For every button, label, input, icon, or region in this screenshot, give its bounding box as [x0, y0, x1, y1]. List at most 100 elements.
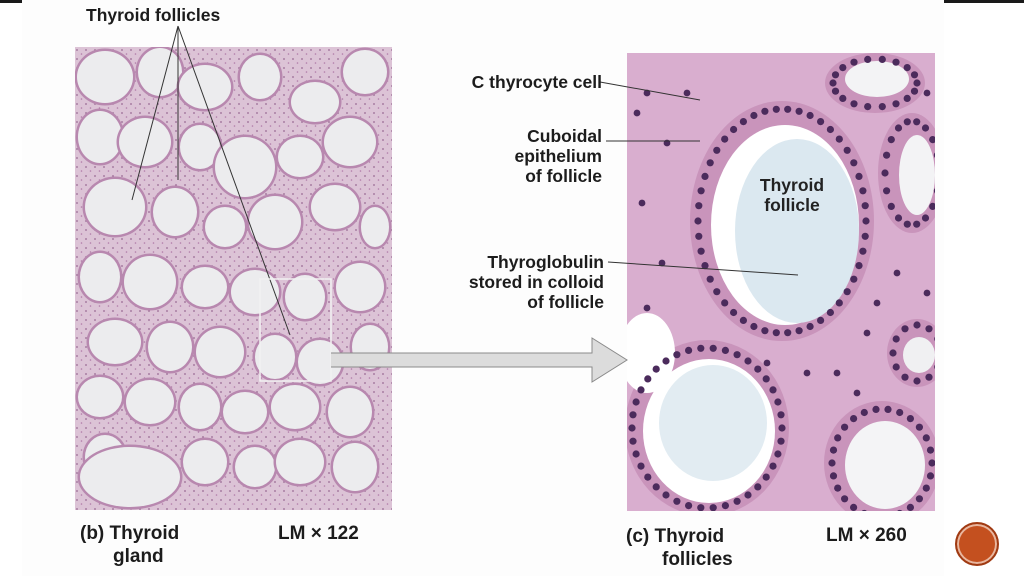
- cell-nucleus: [910, 71, 919, 79]
- follicle-colloid: [183, 267, 227, 307]
- cell-nucleus: [887, 136, 895, 144]
- cell-nucleus: [637, 386, 645, 394]
- cell-nucleus: [739, 316, 747, 324]
- cell-nucleus: [795, 107, 803, 115]
- follicle-colloid: [324, 118, 376, 166]
- cell-nucleus: [784, 105, 792, 113]
- cell-nucleus: [643, 304, 651, 312]
- cell-nucleus: [644, 375, 652, 383]
- cell-nucleus: [903, 64, 911, 72]
- follicle-colloid: [148, 323, 192, 371]
- cell-nucleus: [697, 247, 705, 255]
- follicle-colloid: [311, 185, 359, 229]
- follicle-colloid: [352, 325, 388, 369]
- cell-nucleus: [629, 411, 637, 419]
- cell-nucleus: [744, 491, 752, 499]
- cell-nucleus: [850, 275, 858, 283]
- cell-nucleus: [923, 89, 931, 97]
- cell-nucleus: [922, 434, 930, 442]
- cell-nucleus: [685, 502, 693, 510]
- follicle-colloid: [85, 179, 145, 235]
- label-inset-line-1: Thyroid: [759, 175, 825, 195]
- cell-nucleus: [733, 497, 741, 505]
- cell-nucleus: [834, 484, 842, 492]
- cell-nucleus: [784, 329, 792, 337]
- label-thyroid-follicles-top: Thyroid follicles: [86, 5, 221, 25]
- follicle-colloid: [278, 137, 322, 177]
- cell-nucleus: [817, 316, 825, 324]
- cell-nucleus: [697, 504, 705, 511]
- cell-nucleus: [915, 423, 923, 431]
- cell-nucleus: [855, 172, 863, 180]
- cell-nucleus: [897, 509, 903, 511]
- label-cuboidal-line-1: Cuboidal: [527, 126, 602, 146]
- cell-nucleus: [739, 118, 747, 126]
- cell-nucleus: [913, 321, 921, 329]
- cell-nucleus: [921, 214, 930, 222]
- cell-nucleus: [863, 329, 871, 337]
- follicle-colloid: [78, 377, 122, 417]
- cell-nucleus: [839, 64, 847, 72]
- cell-nucleus: [855, 262, 863, 270]
- cell-nucleus: [701, 262, 709, 270]
- cell-nucleus: [892, 58, 900, 66]
- cell-nucleus: [835, 135, 843, 143]
- cell-nucleus: [683, 89, 691, 97]
- cell-nucleus: [695, 232, 703, 240]
- cell-nucleus: [761, 327, 769, 335]
- cell-nucleus: [864, 55, 872, 63]
- cell-nucleus: [701, 172, 709, 180]
- follicle-colloid: [235, 447, 275, 487]
- caption-panel-c-line-2: follicles: [662, 549, 733, 570]
- cell-nucleus: [673, 351, 681, 359]
- follicle-colloid: [271, 385, 319, 429]
- panel-c-micrograph: [627, 53, 935, 511]
- cell-nucleus: [893, 269, 901, 277]
- follicle-colloid: [298, 340, 342, 384]
- cell-nucleus: [772, 329, 780, 337]
- caption-panel-b-magnification: LM × 122: [278, 523, 359, 544]
- cell-nucleus: [829, 79, 837, 87]
- cell-nucleus: [834, 434, 842, 442]
- follicle-colloid: [153, 188, 197, 236]
- cell-nucleus: [829, 446, 838, 454]
- cell-nucleus: [913, 118, 921, 126]
- cell-nucleus: [913, 79, 921, 87]
- cell-nucleus: [933, 152, 935, 158]
- caption-panel-c-line-1: (c) Thyroid: [626, 526, 725, 547]
- cell-nucleus: [901, 325, 909, 333]
- cell-nucleus: [697, 187, 705, 195]
- cell-nucleus: [861, 202, 869, 210]
- cell-nucleus: [903, 94, 911, 102]
- cell-nucleus: [826, 308, 834, 317]
- cell-nucleus: [878, 55, 886, 63]
- cell-nucleus: [744, 357, 752, 365]
- cell-nucleus: [892, 100, 900, 108]
- cell-nucleus: [862, 217, 870, 225]
- cell-nucleus: [774, 450, 782, 458]
- label-cuboidal-line-3: of follicle: [525, 166, 602, 186]
- cell-nucleus: [933, 188, 935, 194]
- follicle-colloid: [180, 385, 220, 429]
- cell-nucleus: [841, 495, 849, 503]
- cell-nucleus: [833, 369, 841, 377]
- follicle-colloid: [124, 256, 176, 308]
- cell-nucleus: [662, 491, 670, 499]
- cell-nucleus: [828, 459, 836, 467]
- cell-nucleus: [910, 87, 919, 95]
- follicle-colloid: [80, 253, 120, 301]
- cell-nucleus: [850, 415, 858, 423]
- cell-nucleus: [884, 405, 892, 413]
- cell-nucleus: [694, 217, 702, 225]
- cell-nucleus: [777, 411, 785, 419]
- cell-nucleus: [762, 375, 770, 383]
- cell-nucleus: [861, 509, 867, 511]
- cell-nucleus: [922, 484, 930, 492]
- cell-nucleus: [843, 288, 851, 296]
- cell-nucleus: [772, 105, 780, 113]
- label-inset-line-2: follicle: [764, 195, 820, 215]
- cell-nucleus: [906, 503, 914, 511]
- cell-nucleus: [632, 450, 640, 458]
- follicle-colloid: [333, 443, 377, 491]
- cell-nucleus: [803, 369, 811, 377]
